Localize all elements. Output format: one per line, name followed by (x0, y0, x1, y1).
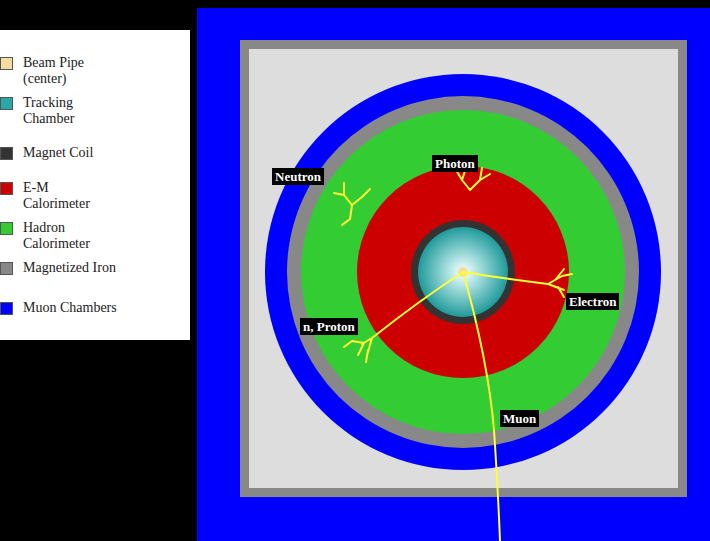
legend-text: Hadron Calorimeter (23, 220, 118, 252)
proton-shower (344, 338, 372, 362)
legend-entry: Hadron Calorimeter (0, 220, 185, 252)
legend-text: Muon Chambers (23, 300, 118, 316)
legend-swatch (0, 182, 13, 195)
legend-swatch (0, 97, 13, 110)
frame-inner (249, 49, 678, 488)
legend-entry: E-M Calorimeter (0, 180, 185, 212)
particle-tracks (334, 168, 572, 541)
iron-frame (240, 40, 687, 497)
particle-label: Electron (566, 293, 619, 310)
legend-swatch (0, 262, 13, 275)
neutron-shower (334, 183, 370, 225)
legend-swatch (0, 57, 13, 70)
legend-entry: Magnetized Iron (0, 260, 185, 276)
electron-track (463, 272, 548, 284)
legend-entry: Magnet Coil (0, 145, 185, 161)
legend-entry: Muon Chambers (0, 300, 185, 316)
particle-label: n, Proton (300, 318, 358, 335)
particle-label: Neutron (272, 168, 324, 185)
legend-text: Magnetized Iron (23, 260, 118, 276)
legend-swatch (0, 222, 13, 235)
legend-text: Tracking Chamber (23, 95, 118, 127)
legend-swatch (0, 302, 13, 315)
legend-panel: Beam Pipe (center) Tracking ChamberMagnet… (0, 30, 190, 340)
legend-entry: Tracking Chamber (0, 95, 185, 127)
muon-track (463, 272, 500, 541)
particle-label: Muon (500, 410, 539, 427)
legend-text: Beam Pipe (center) (23, 55, 118, 87)
legend-text: Magnet Coil (23, 145, 118, 161)
legend-text: E-M Calorimeter (23, 180, 118, 212)
legend-entry: Beam Pipe (center) (0, 55, 185, 87)
proton-track (372, 272, 463, 338)
muon-chamber-block (197, 8, 710, 541)
legend-swatch (0, 147, 13, 160)
particle-label: Photon (432, 155, 478, 172)
